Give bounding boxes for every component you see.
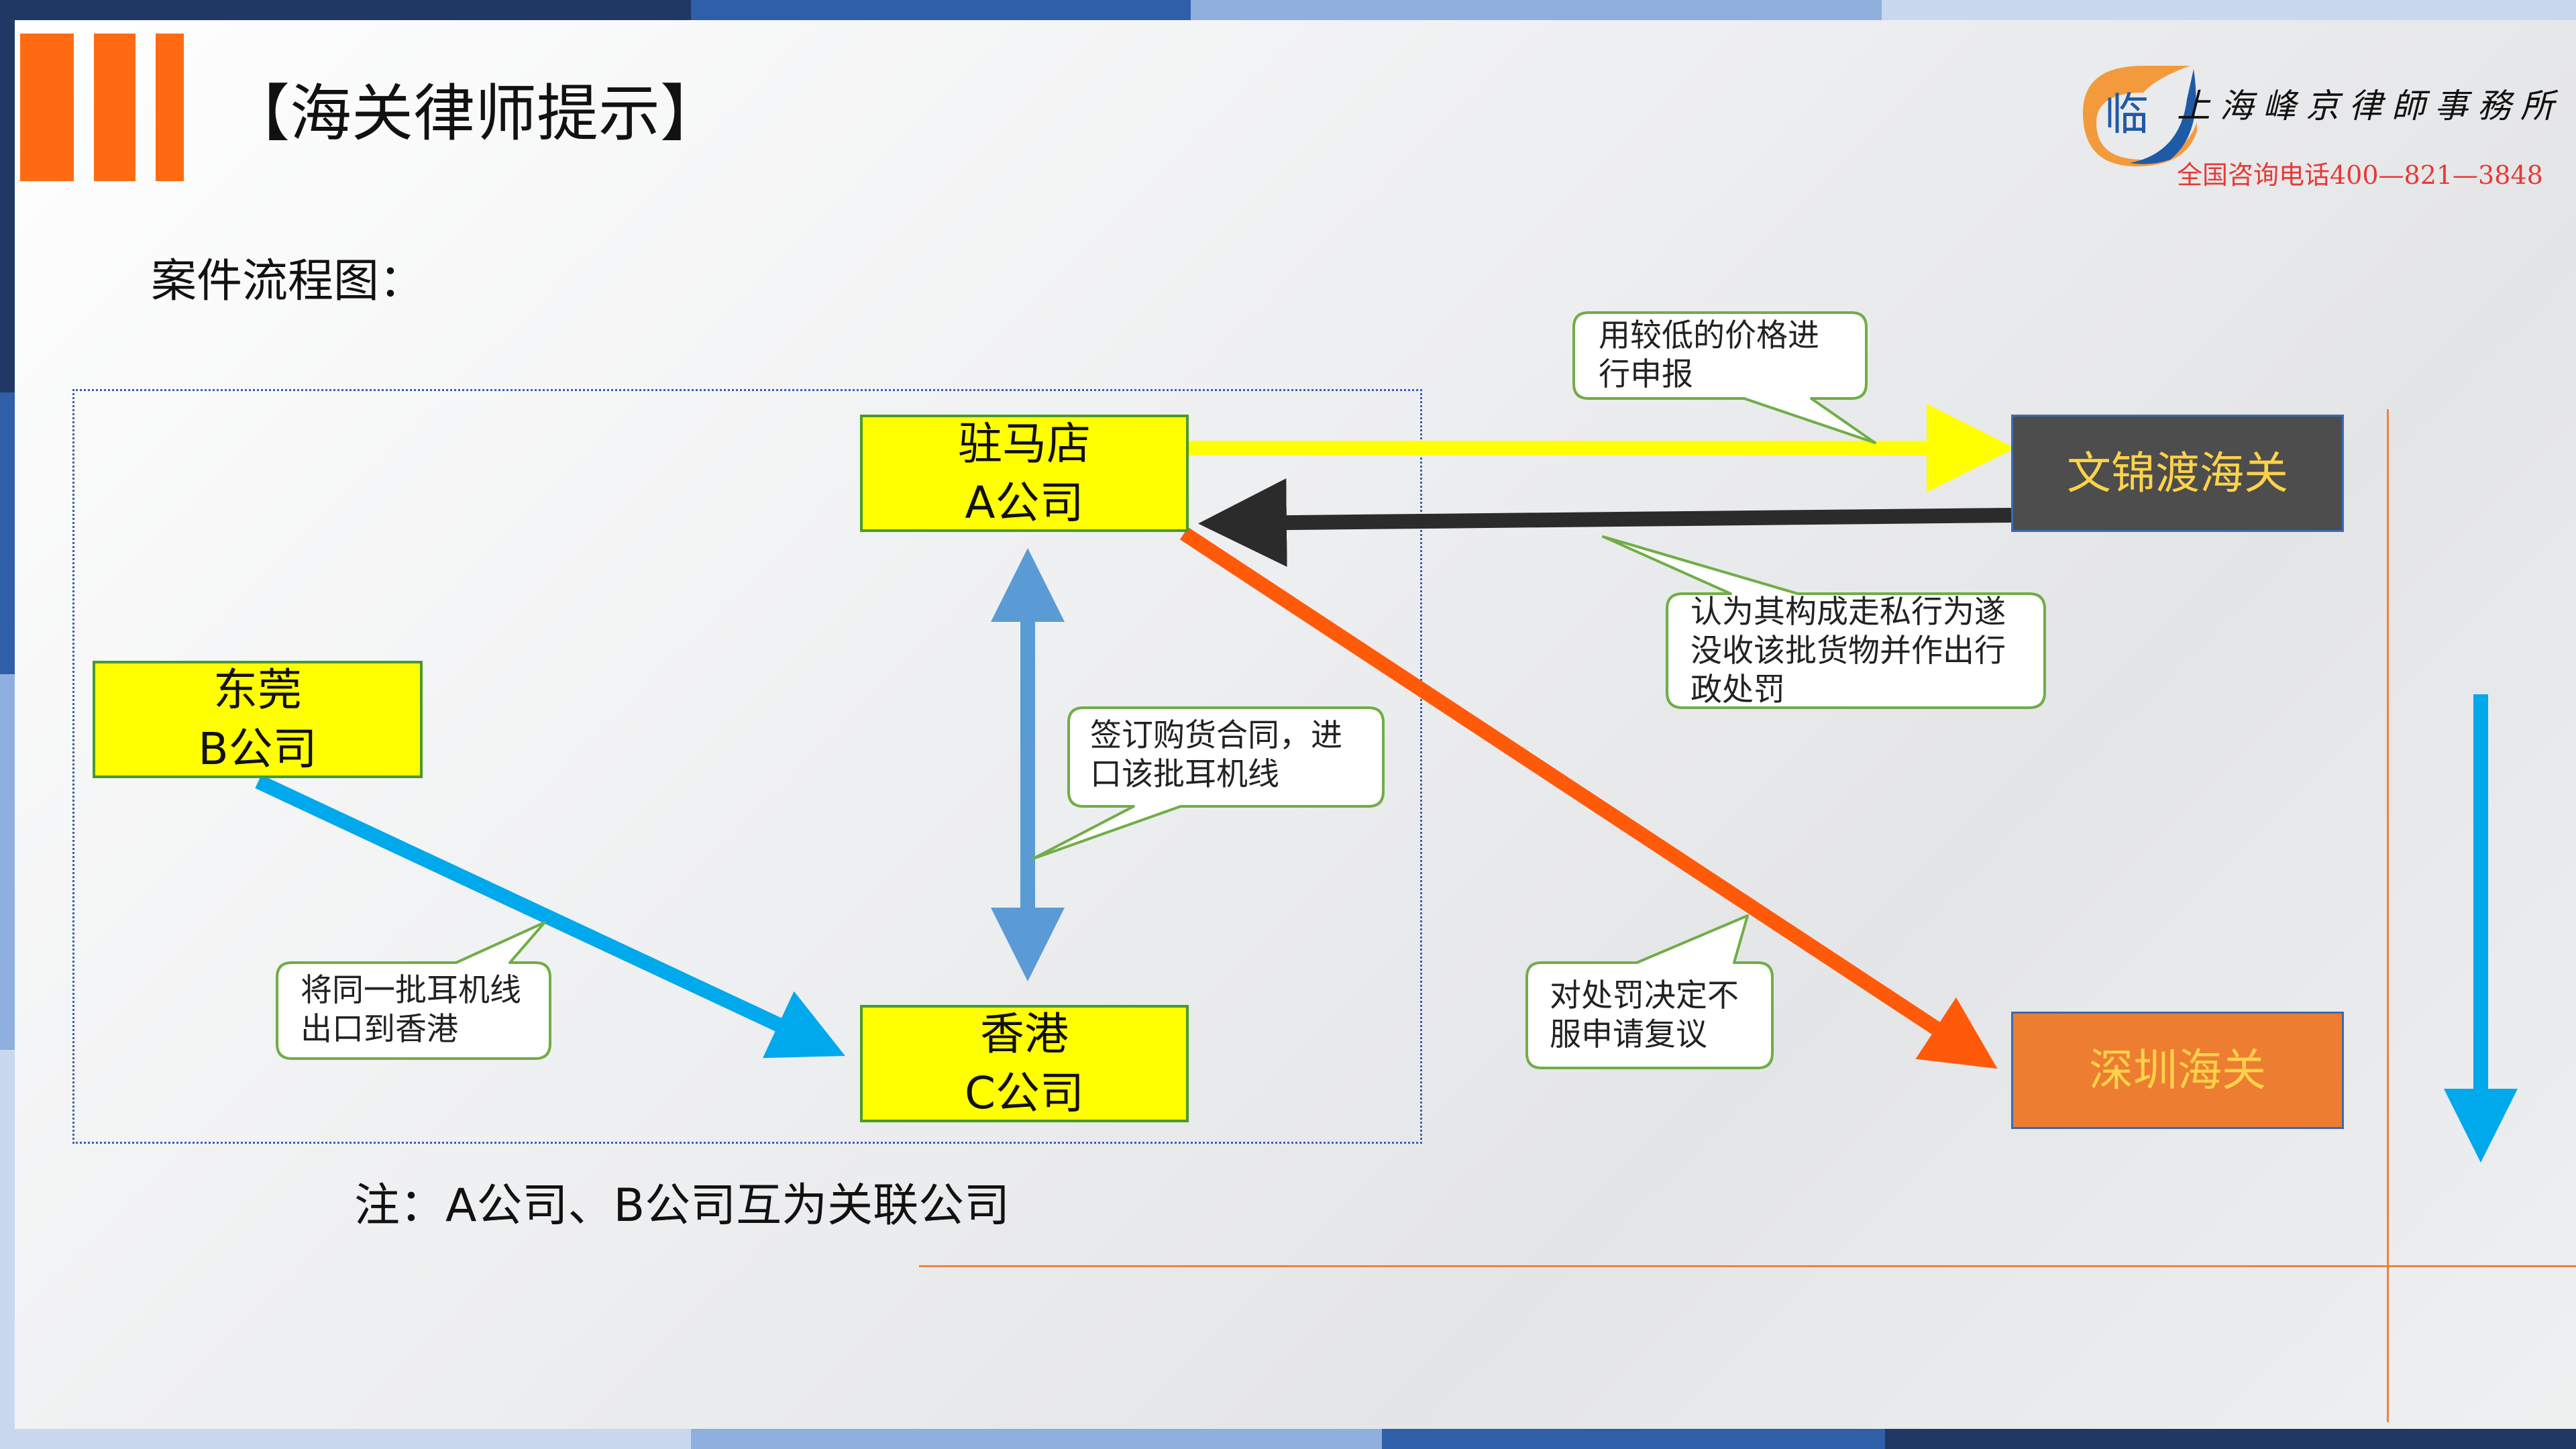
arrow-a-to-shenzhen bbox=[1179, 527, 1998, 1069]
header-bar-2 bbox=[94, 34, 136, 181]
left-stripe-dark bbox=[0, 20, 15, 392]
bottom-stripe-dark bbox=[1885, 1429, 2576, 1449]
bottom-stripe-mid bbox=[1382, 1429, 1885, 1449]
callout-contract-bubble bbox=[1032, 706, 1385, 860]
left-stripe-pale bbox=[0, 1050, 15, 1429]
callout-low-price-text: 用较低的价格进 行申报 bbox=[1599, 317, 1819, 393]
callout-review-bubble bbox=[1525, 914, 1774, 1069]
firm-hotline: 全国咨询电话400—821—3848 bbox=[2177, 160, 2543, 190]
related-company-note: 注：A公司、B公司互为关联公司 bbox=[354, 1179, 1010, 1232]
bottom-stripe-pale bbox=[0, 1429, 691, 1449]
left-stripe-mid bbox=[0, 392, 15, 674]
callout-export-hk-text: 将同一批耳机线 出口到香港 bbox=[301, 972, 521, 1048]
top-stripe-pale bbox=[1882, 0, 2576, 20]
header-bar-1 bbox=[20, 34, 74, 181]
node-zhumadian-line1: 驻马店 bbox=[958, 417, 1091, 470]
diagram-subtitle: 案件流程图： bbox=[151, 255, 425, 308]
callout-low-price-bubble bbox=[1572, 311, 1876, 444]
node-zhumadian-line2: A公司 bbox=[965, 476, 1084, 529]
callout-review-text: 对处罚决定不 服申请复议 bbox=[1550, 977, 1739, 1053]
top-stripe-dark bbox=[0, 0, 691, 20]
header-bar-3 bbox=[156, 34, 184, 181]
company-group-frame bbox=[72, 389, 1422, 1144]
callout-contract-text: 签订购货合同，进 口该批耳机线 bbox=[1090, 717, 1342, 793]
left-stripe-light bbox=[0, 674, 15, 1050]
node-wenjindu-customs: 文锦渡海关 bbox=[2011, 415, 2344, 532]
node-shenzhen-customs: 深圳海关 bbox=[2011, 1012, 2344, 1129]
node-dongguan-line1: 东莞 bbox=[213, 663, 302, 716]
page-title: 【海关律师提示】 bbox=[228, 78, 722, 150]
top-stripe-light bbox=[1191, 0, 1882, 20]
arrow-b-to-hongkong bbox=[255, 775, 845, 1059]
node-shenzhen-label: 深圳海关 bbox=[2089, 1044, 2266, 1096]
horizontal-guide-line bbox=[919, 1265, 2576, 1267]
callout-smuggling-text: 认为其构成走私行为遂 没收该批货物并作出行 政处罚 bbox=[1690, 594, 2006, 708]
top-stripe-mid bbox=[691, 0, 1191, 20]
node-hongkong-line2: C公司 bbox=[964, 1067, 1085, 1119]
node-hongkong-company-c: 香港 C公司 bbox=[860, 1005, 1189, 1122]
node-dongguan-line2: B公司 bbox=[198, 722, 317, 775]
node-dongguan-company-b: 东莞 B公司 bbox=[93, 661, 423, 778]
node-wenjindu-label: 文锦渡海关 bbox=[2067, 447, 2288, 499]
firm-logo-graphic bbox=[2083, 66, 2197, 166]
firm-name: 上海峰京律師事務所 bbox=[2177, 87, 2563, 125]
callout-export-hk-bubble bbox=[276, 921, 551, 1060]
bottom-stripe-light bbox=[691, 1429, 1382, 1449]
arrow-wenjindu-to-a bbox=[1198, 478, 2012, 568]
node-zhumadian-company-a: 驻马店 A公司 bbox=[860, 415, 1189, 532]
logo-glyph: 临 bbox=[2104, 89, 2149, 140]
firm-logo: 临 bbox=[2070, 59, 2197, 166]
vertical-guide-line bbox=[2387, 409, 2389, 1422]
callout-smuggling-bubble bbox=[1602, 535, 2046, 709]
node-hongkong-line1: 香港 bbox=[980, 1008, 1069, 1060]
